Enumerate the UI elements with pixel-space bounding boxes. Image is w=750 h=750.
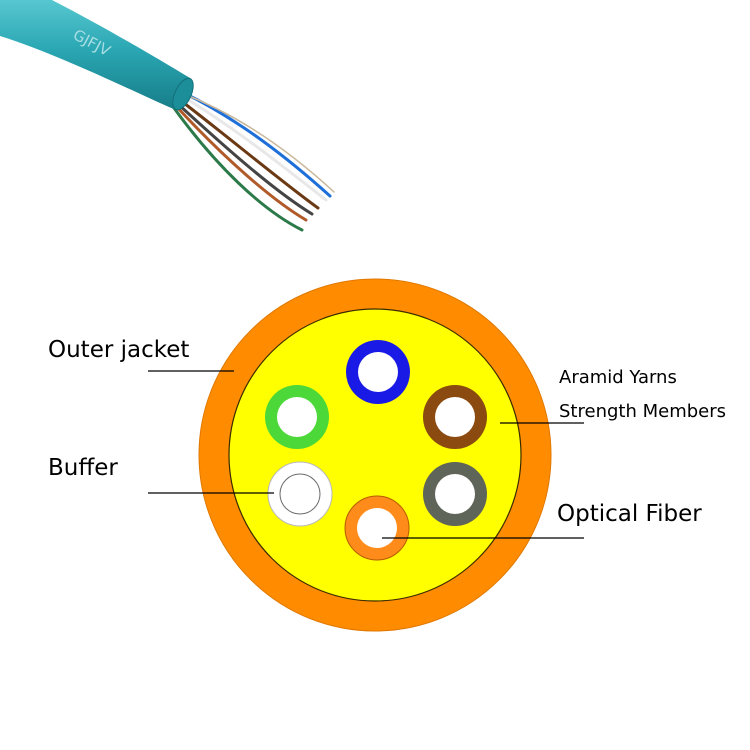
label-outer-jacket: Outer jacket: [48, 337, 189, 363]
label-strength-members: Strength Members: [559, 401, 726, 422]
label-aramid-yarns: Aramid Yarns: [559, 367, 677, 388]
fiber-strand-slate: [176, 102, 314, 216]
leader-lines: [148, 370, 584, 539]
callout-labels: Outer jacket Buffer Aramid Yarns Strengt…: [48, 337, 726, 527]
fiber-strand-brown: [178, 98, 320, 210]
fiber-brown: [423, 385, 487, 449]
cable-sheath-end: [172, 77, 194, 111]
fiber-strand-orange: [174, 104, 308, 222]
exposed-fibers: [172, 90, 335, 232]
aramid-yarn-strands: [183, 93, 335, 193]
fiber-orange: [344, 495, 410, 561]
cable-sheath: [0, 0, 190, 110]
label-optical-fiber: Optical Fiber: [557, 501, 702, 527]
fiber-slate: [423, 462, 487, 526]
cable-illustration: GJFJV: [0, 0, 335, 232]
fiber-strand-white: [180, 94, 328, 202]
fiber-blue: [346, 340, 410, 404]
fiber-strand-blue: [180, 90, 332, 198]
fiber-green: [265, 385, 329, 449]
label-buffer: Buffer: [48, 455, 118, 481]
cable-cross-section: [198, 278, 552, 632]
tight-buffered-fibers: [265, 340, 487, 561]
aramid-yarn-fill: [228, 308, 522, 602]
fiber-strand-green: [172, 106, 304, 232]
fiber-white: [267, 461, 333, 527]
